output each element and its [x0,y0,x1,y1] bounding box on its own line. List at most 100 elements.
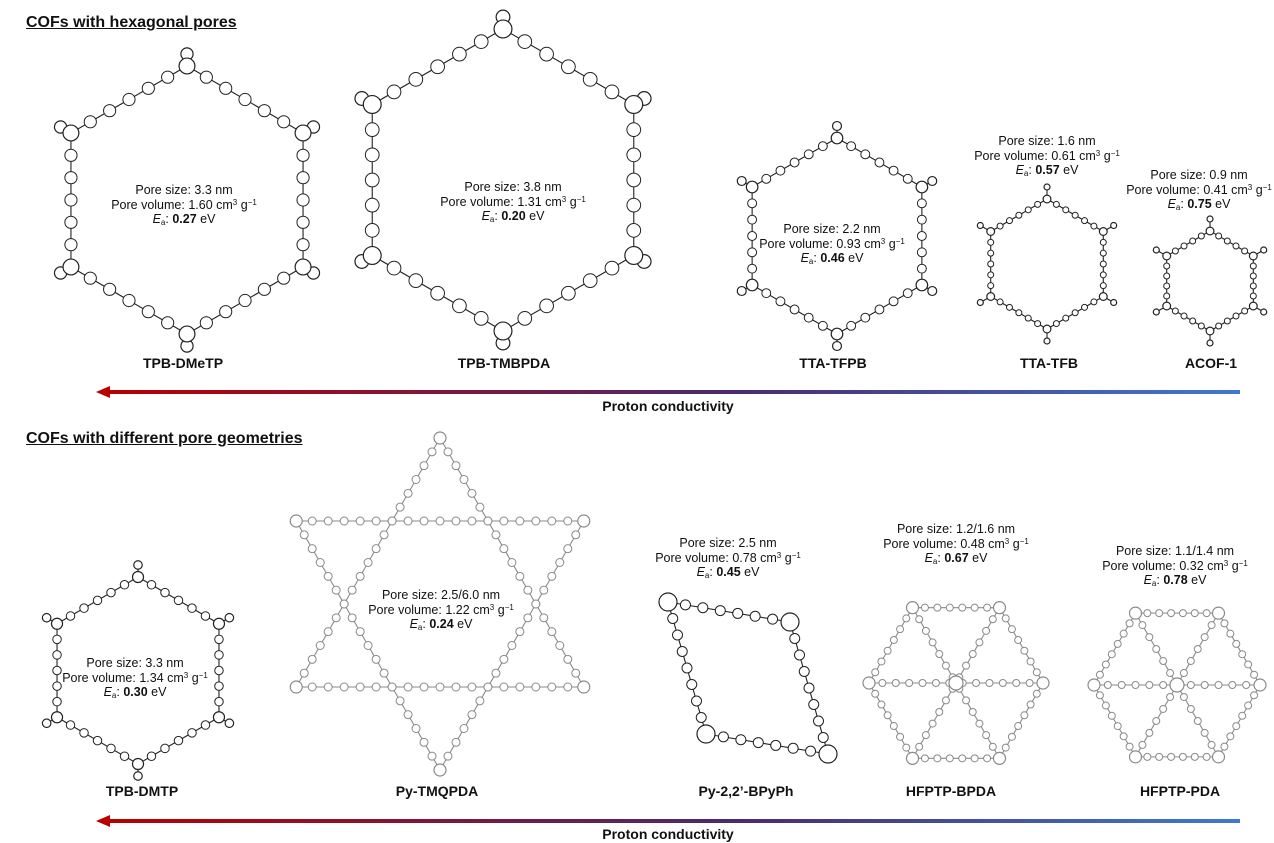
ring-icon [515,682,525,692]
node-ring-icon [624,245,644,266]
ring-icon [915,742,924,751]
ring-icon [987,249,995,257]
ring-icon [970,754,979,763]
ring-icon [371,654,381,664]
ring-icon [1024,206,1032,214]
cof-name-tta-tfb: TTA-TFB [1019,355,1079,371]
ring-icon [1171,307,1179,315]
ring-icon [1226,629,1235,638]
ring-icon [752,737,764,749]
ring-icon [64,171,78,185]
node-ring-icon [224,612,235,623]
ring-icon [475,696,485,706]
ring-icon [65,720,76,730]
ring-icon [277,115,291,129]
ring-icon [141,305,155,319]
ring-icon [998,679,1007,687]
ring-icon [920,754,929,763]
ring-icon [200,611,211,621]
ring-icon [52,665,62,676]
ring-icon [539,298,554,314]
ring-icon [1062,206,1070,214]
ring-icon [1179,669,1188,678]
ring-icon [1163,272,1171,280]
node-ring-icon [736,285,747,297]
ring-icon [347,585,357,595]
ring-icon [1138,740,1147,749]
ring-icon [331,585,341,595]
ring-icon [1249,292,1257,300]
ring-icon [928,638,937,647]
ring-icon [475,502,485,512]
ring-icon [714,605,726,617]
cof-structure-tpb-tmbpda [338,9,668,351]
activation-energy-text: Ea: 0.30 eV [103,685,167,700]
ring-icon [626,222,642,238]
ring-icon [339,599,349,609]
node-ring-icon [41,612,52,623]
ring-icon [395,696,405,706]
node-ring-icon [927,285,938,297]
ring-icon [983,754,992,763]
ring-icon [747,247,758,258]
ring-icon [64,238,78,252]
ring-icon [467,516,477,526]
ring-icon [408,71,424,87]
ring-icon [364,147,380,163]
ring-icon [920,603,929,612]
node-ring-icon [992,751,1007,765]
ring-icon [451,461,461,471]
ring-icon [1189,317,1197,325]
ring-icon [323,571,333,581]
ring-icon [817,732,829,743]
ring-icon [371,544,381,554]
ring-icon [813,715,824,727]
ring-icon [307,516,317,526]
framework-drawing [862,601,1050,765]
pore-size-text: Pore size: 0.9 nm [1150,168,1248,182]
ring-icon [1005,217,1013,225]
ring-icon [106,743,116,754]
ring-icon [672,629,683,641]
ring-icon [1032,668,1041,677]
cof-name-acof-1: ACOF-1 [1184,355,1238,371]
ring-icon [146,751,157,761]
ring-icon [161,316,175,330]
node-ring-icon [1162,251,1172,261]
property-block-tpb-tmbpda: Pore size: 3.8 nm Pore volume: 1.31 cm3 … [438,180,588,224]
ring-icon [667,613,679,624]
node-ring-icon [289,680,303,694]
ring-icon [1241,247,1249,255]
ring-icon [1107,711,1116,720]
ring-icon [403,516,413,526]
node-ring-icon [986,291,996,301]
node-ring-icon [50,711,64,724]
ring-icon [732,607,744,619]
ring-icon [1186,704,1195,713]
ring-icon [1026,657,1035,666]
framework-drawing [1152,215,1268,347]
ring-icon [808,699,820,710]
ring-icon [561,285,576,301]
arrow-label-bottom: Proton conductivity [602,826,734,842]
cof-structure-tpb-dmtp [16,560,260,781]
ring-icon [1249,262,1257,270]
ring-icon [787,742,799,754]
activation-energy-text: Ea: 0.75 eV [1167,197,1231,212]
ring-icon [355,516,365,526]
ring-icon [1223,237,1231,245]
ring-icon [199,316,213,330]
ring-icon [972,679,981,687]
arrow-label-top: Proton conductivity [602,398,734,414]
ring-icon [1117,681,1126,689]
ring-icon [626,122,642,138]
ring-icon [958,754,967,763]
ring-icon [626,172,642,188]
ring-icon [408,273,424,289]
cof-name-tpb-dmtp: TPB-DMTP [105,783,179,799]
framework-drawing [53,47,321,353]
ring-icon [803,682,815,694]
ring-icon [697,602,709,614]
ring-icon [1228,681,1237,689]
ring-icon [747,214,758,225]
